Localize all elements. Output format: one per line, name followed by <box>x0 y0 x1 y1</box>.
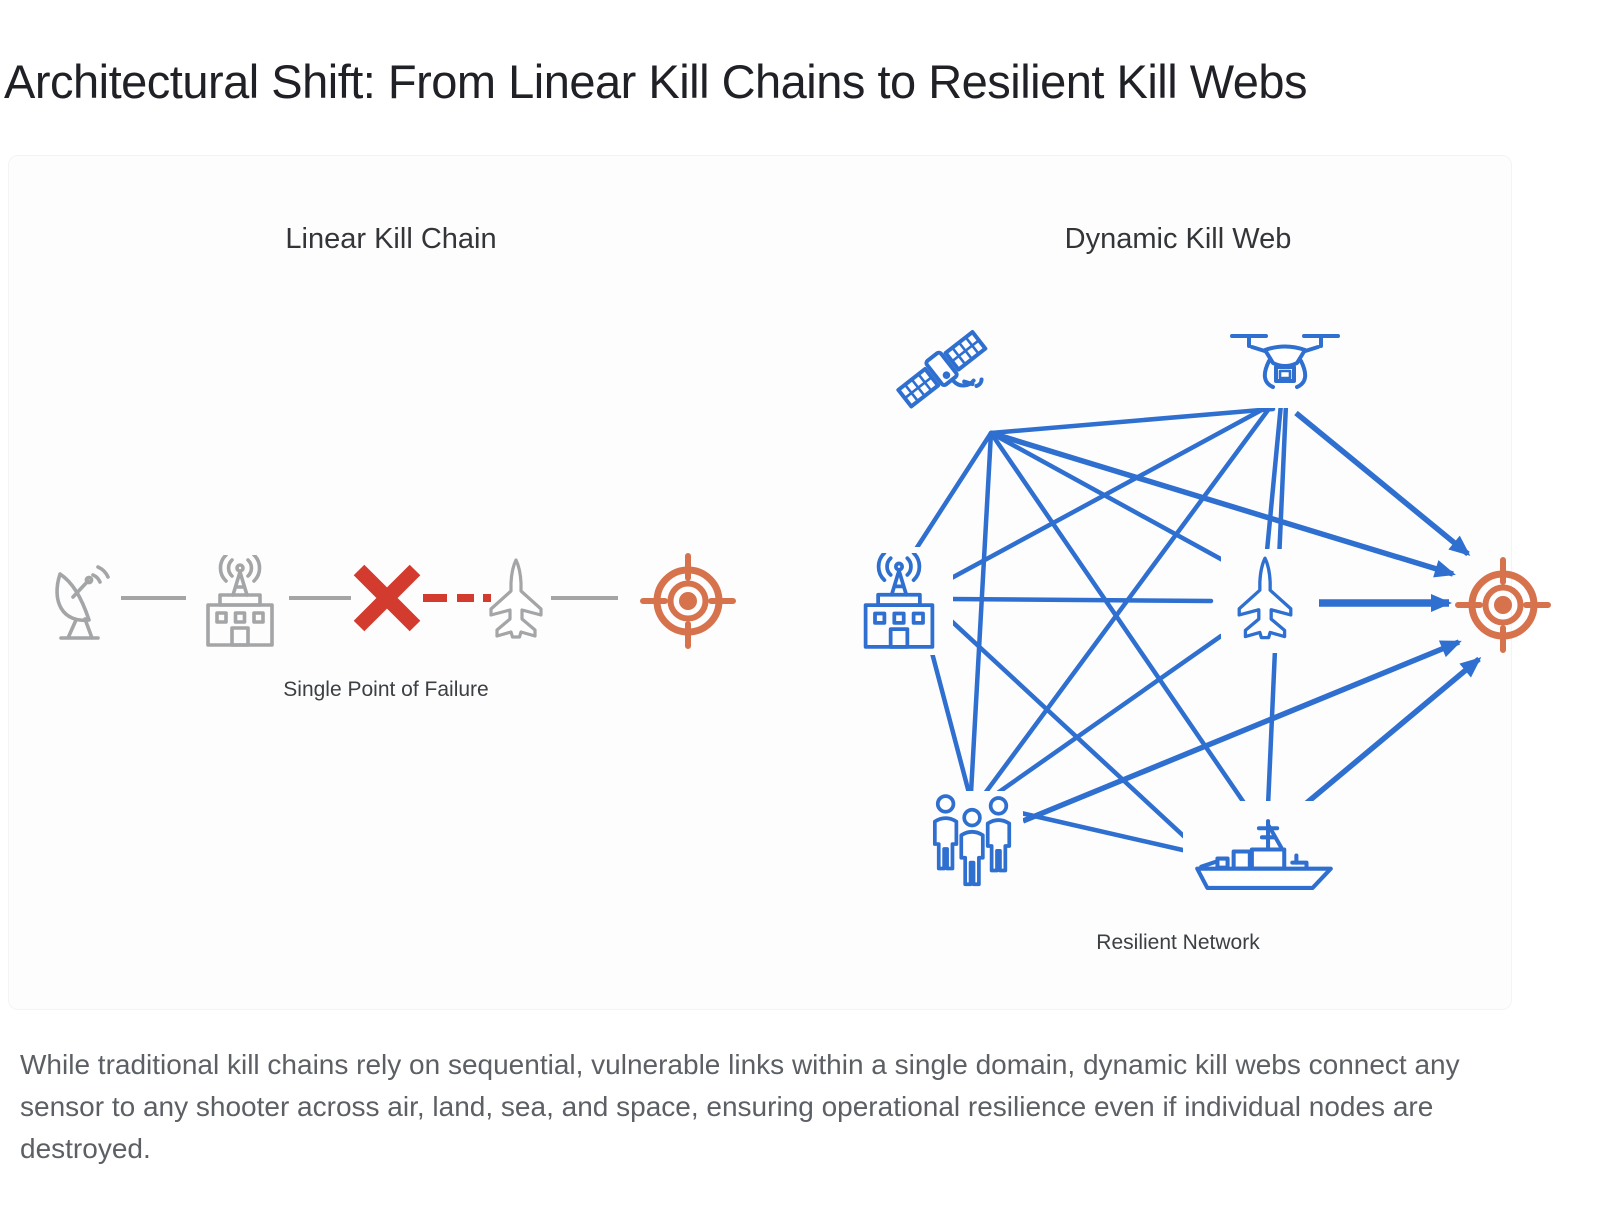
satellite-dish-icon <box>55 565 110 640</box>
target-icon <box>643 556 733 646</box>
kill-web-arrows <box>990 410 1482 824</box>
linear-kill-chain-heading: Linear Kill Chain <box>285 223 497 255</box>
dynamic-kill-web-heading: Dynamic Kill Web <box>1064 223 1292 255</box>
dynamic-kill-web-diagram <box>845 319 1561 903</box>
single-point-of-failure-label: Single Point of Failure <box>283 678 489 701</box>
resilient-network-label: Resilient Network <box>1096 931 1260 954</box>
target-icon <box>1458 560 1548 650</box>
diagram-panel: Linear Kill Chain Dynamic Kill Web Singl… <box>8 155 1512 1010</box>
linear-kill-chain-diagram <box>55 546 741 676</box>
caption-text: While traditional kill chains rely on se… <box>20 1049 1460 1164</box>
page-title: Architectural Shift: From Linear Kill Ch… <box>4 55 1308 108</box>
command-center-icon <box>206 555 274 647</box>
broken-link-x-icon <box>353 564 421 632</box>
fighter-jet-icon <box>489 558 543 639</box>
kill-web-links <box>913 401 1289 854</box>
